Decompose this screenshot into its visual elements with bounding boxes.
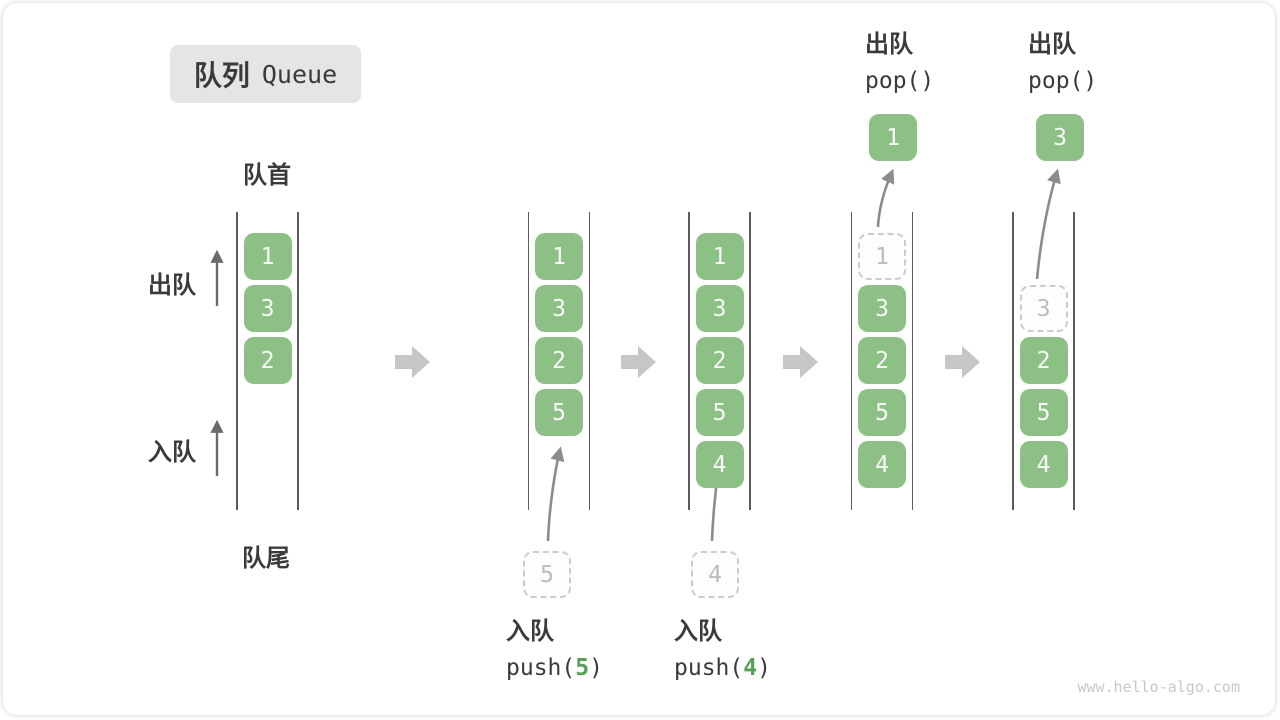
queue-cell-ghost: 3 xyxy=(1019,285,1068,332)
title-en: Queue xyxy=(261,59,338,89)
queue-front-label: 队首 xyxy=(243,162,291,189)
queue-cell: 3 xyxy=(858,285,906,332)
dequeue-op-1-code: pop() xyxy=(865,68,935,94)
queue-cell: 5 xyxy=(1019,389,1068,436)
queue-cell: 1 xyxy=(243,233,292,280)
dequeue-op-2: 出队 pop() xyxy=(1028,31,1097,94)
queue-cell: 3 xyxy=(243,285,292,332)
queue-column-line xyxy=(850,212,853,510)
dequeue-op-1: 出队 pop() xyxy=(865,31,934,94)
enqueue-op-2-code-after: ) xyxy=(757,655,771,681)
stage-transition-arrow-icon xyxy=(944,343,981,381)
queue-column-line xyxy=(527,212,530,510)
queue-column-line xyxy=(588,212,591,510)
dequeue-op-1-label: 出队 xyxy=(865,31,913,58)
queue-cell-ghost: 4 xyxy=(691,551,739,598)
queue-column-line xyxy=(297,212,299,510)
enqueue-op-2-code-before: push( xyxy=(674,655,744,681)
enqueue-op-1-code-before: push( xyxy=(506,655,576,681)
dequeue-op-2-code: pop() xyxy=(1028,68,1098,94)
enqueue-op-1-code-after: ) xyxy=(589,655,603,681)
queue-cell-ghost: 5 xyxy=(523,551,571,598)
queue-cell: 2 xyxy=(1019,337,1068,384)
enqueue-op-1: 入队 push(5) xyxy=(506,618,603,681)
queue-cell-ghost: 1 xyxy=(858,233,906,280)
queue-cell: 5 xyxy=(535,389,583,436)
queue-cell: 5 xyxy=(858,389,906,436)
enqueue-op-2-arg: 4 xyxy=(743,655,758,681)
queue-cell: 4 xyxy=(858,441,906,488)
queue-cell: 3 xyxy=(695,285,744,332)
title-box: 队列 Queue xyxy=(170,45,361,103)
enqueue-side-label: 入队 xyxy=(148,439,196,466)
enqueue-op-1-code: push(5) xyxy=(506,655,603,681)
queue-cell: 3 xyxy=(1036,114,1084,161)
dequeue-op-2-label: 出队 xyxy=(1028,31,1076,58)
stage-transition-arrow-icon xyxy=(782,343,819,381)
queue-cell: 2 xyxy=(695,337,744,384)
queue-column-line xyxy=(1073,212,1075,510)
queue-cell: 1 xyxy=(869,114,917,161)
queue-column-line xyxy=(911,212,914,510)
stage-transition-arrow-icon xyxy=(395,343,431,381)
queue-cell: 4 xyxy=(695,441,744,488)
queue-column-line xyxy=(1012,212,1014,510)
queue-cell: 2 xyxy=(535,337,583,384)
queue-column-line xyxy=(236,212,238,510)
title-zh: 队列 xyxy=(193,60,250,91)
queue-cell: 1 xyxy=(535,233,583,280)
queue-column-line xyxy=(749,212,751,510)
enqueue-op-2-label: 入队 xyxy=(674,618,722,645)
queue-cell: 1 xyxy=(695,233,744,280)
dequeue-side-label: 出队 xyxy=(148,272,196,299)
queue-cell: 4 xyxy=(1019,441,1068,488)
enqueue-op-2: 入队 push(4) xyxy=(674,618,771,681)
enqueue-op-1-label: 入队 xyxy=(506,618,554,645)
queue-cell: 2 xyxy=(243,337,292,384)
queue-column-line xyxy=(688,212,690,510)
enqueue-op-2-code: push(4) xyxy=(674,655,771,681)
stage-transition-arrow-icon xyxy=(621,343,657,381)
watermark: www.hello-algo.com xyxy=(1077,678,1240,696)
enqueue-op-1-arg: 5 xyxy=(575,655,590,681)
queue-cell: 3 xyxy=(535,285,583,332)
queue-rear-label: 队尾 xyxy=(242,545,290,572)
queue-cell: 2 xyxy=(858,337,906,384)
queue-cell: 5 xyxy=(695,389,744,436)
